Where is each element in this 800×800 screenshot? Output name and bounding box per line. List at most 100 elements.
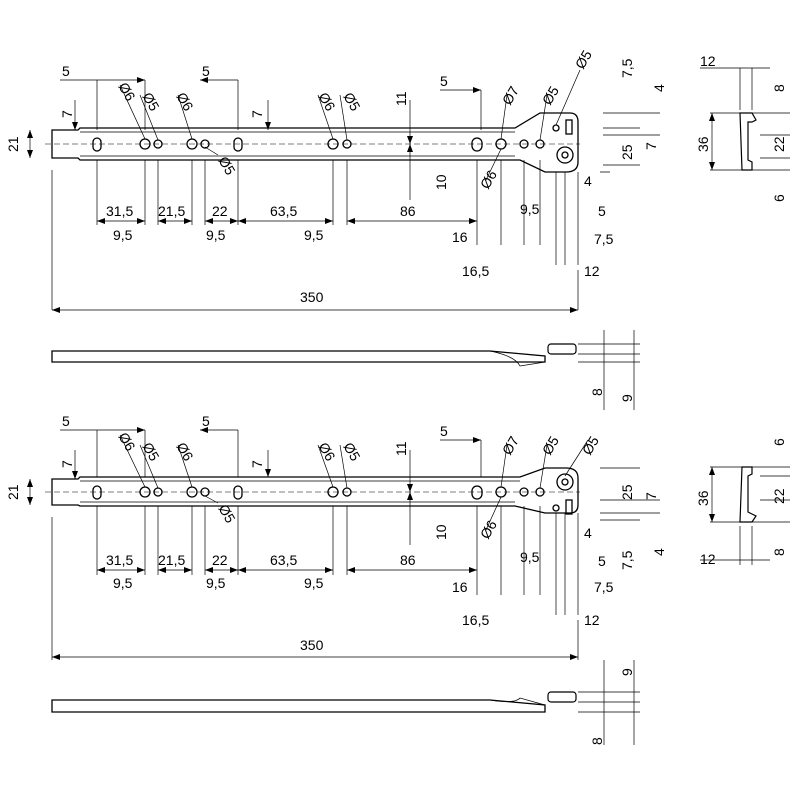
dim-label: Ø6 [173,90,196,114]
dim-label: 11 [393,91,409,106]
dim-label: 36 [695,136,711,152]
dim-label: 5 [62,63,70,79]
end-view-top: 12 36 8 22 6 [695,53,790,202]
dim-label: 11 [393,441,409,456]
dim-label: Ø7 [499,83,522,107]
dim-label: 12 [584,263,600,279]
side-view-bottom: 9 8 [51,660,640,745]
dim-label: 9,5 [520,201,540,217]
dim-label: 5 [202,413,210,429]
dim-label: 8 [771,84,787,92]
dim-label: 9,5 [206,227,226,243]
end-view-bottom: 36 6 22 8 12 [695,438,790,567]
extension-lines [51,80,660,310]
dim-label: 7,5 [594,579,614,595]
dim-label: 5 [62,413,70,429]
dim-label: 4 [584,173,592,189]
dim-label: 4 [651,548,667,556]
dim-label: 7,5 [619,550,635,570]
dim-label: 7 [249,460,265,468]
dim-label: Ø5 [139,440,162,464]
length-label: 350 [300,289,324,305]
dim-label: 31,5 [106,552,133,568]
bottom-view-labels: 5 5 5 Ø6 Ø5 Ø6 Ø6 Ø5 Ø7 Ø5 Ø5 Ø6 Ø5 7 7 … [5,413,667,653]
dim-label: 31,5 [106,203,133,219]
dim-label: 5 [598,553,606,569]
extension-lines [51,430,660,660]
dim-label: 86 [400,552,416,568]
dim-label: Ø5 [539,83,562,107]
dimension-lines [27,77,578,313]
dim-label: Ø5 [139,90,162,114]
dim-label: 5 [440,73,448,89]
dim-label: 7 [249,110,265,118]
top-rail-view: 5 5 5 Ø6 Ø5 Ø6 Ø6 Ø5 Ø7 Ø5 Ø5 Ø6 Ø5 7 7 … [5,47,667,313]
dim-label: 10 [433,524,449,540]
diameter-leaders [119,69,581,181]
dim-label: 7,5 [594,231,614,247]
dim-label: Ø6 [115,80,138,104]
dim-label: 12 [700,551,716,567]
diameter-leaders [119,434,589,531]
dim-label: 6 [771,438,787,446]
rail-outline [51,112,579,173]
dim-label: Ø5 [215,502,238,526]
dim-label: 7 [643,492,659,500]
dim-label: 22 [771,488,787,504]
dim-label: 8 [589,737,605,745]
dim-label: 5 [598,203,606,219]
bottom-rail-view: 5 5 5 Ø6 Ø5 Ø6 Ø6 Ø5 Ø7 Ø5 Ø5 Ø6 Ø5 7 7 … [5,413,667,660]
dim-label: 9,5 [206,575,226,591]
dim-label: 9,5 [113,575,133,591]
dim-label: Ø5 [340,440,363,464]
dim-label: 36 [695,490,711,506]
dim-label: 86 [400,203,416,219]
dim-label: Ø5 [215,154,238,178]
dim-label: 9 [619,394,635,402]
dim-label: 21 [5,484,21,500]
dim-label: Ø5 [572,47,595,71]
dim-label: 7,5 [619,58,635,78]
dim-label: Ø6 [115,430,138,454]
top-view-labels: 5 5 5 Ø6 Ø5 Ø6 Ø6 Ø5 Ø7 Ø5 Ø5 Ø6 Ø5 7 7 … [5,47,667,305]
dim-label: Ø5 [579,433,602,457]
length-label: 350 [300,637,324,653]
dim-label: 12 [584,612,600,628]
dim-label: 9,5 [520,549,540,565]
dim-label: 25 [619,484,635,500]
dimension-lines [27,427,578,660]
dim-label: 21,5 [158,203,185,219]
dim-label: 4 [651,84,667,92]
dim-label: Ø6 [477,167,500,191]
dim-label: Ø6 [477,517,500,541]
side-view-top: 8 9 [51,330,640,410]
dim-label: Ø6 [173,440,196,464]
dim-label: Ø5 [340,90,363,114]
dim-label: 7 [643,142,659,150]
dim-label: 9,5 [113,227,133,243]
dim-label: 9,5 [304,575,324,591]
dim-label: 16,5 [462,612,489,628]
rail-edge-lines [80,131,515,157]
dim-label: 16 [452,579,468,595]
dim-label: Ø6 [315,90,338,114]
dim-label: 21,5 [158,552,185,568]
dim-label: 22 [212,203,228,219]
dim-label: 16,5 [462,263,489,279]
dim-label: 8 [589,388,605,396]
dim-label: 63,5 [270,552,297,568]
dim-label: 6 [771,194,787,202]
dim-label: 8 [771,548,787,556]
dim-label: 22 [771,136,787,152]
rail-holes [92,473,574,515]
dim-label: 5 [202,63,210,79]
dim-label: 12 [700,53,716,69]
dim-label: 5 [440,423,448,439]
dim-label: Ø5 [539,433,562,457]
rail-holes [92,119,574,164]
dim-label: 63,5 [270,203,297,219]
dim-label: 16 [452,229,468,245]
dim-label: 7 [59,110,75,118]
dim-label: 10 [433,174,449,190]
